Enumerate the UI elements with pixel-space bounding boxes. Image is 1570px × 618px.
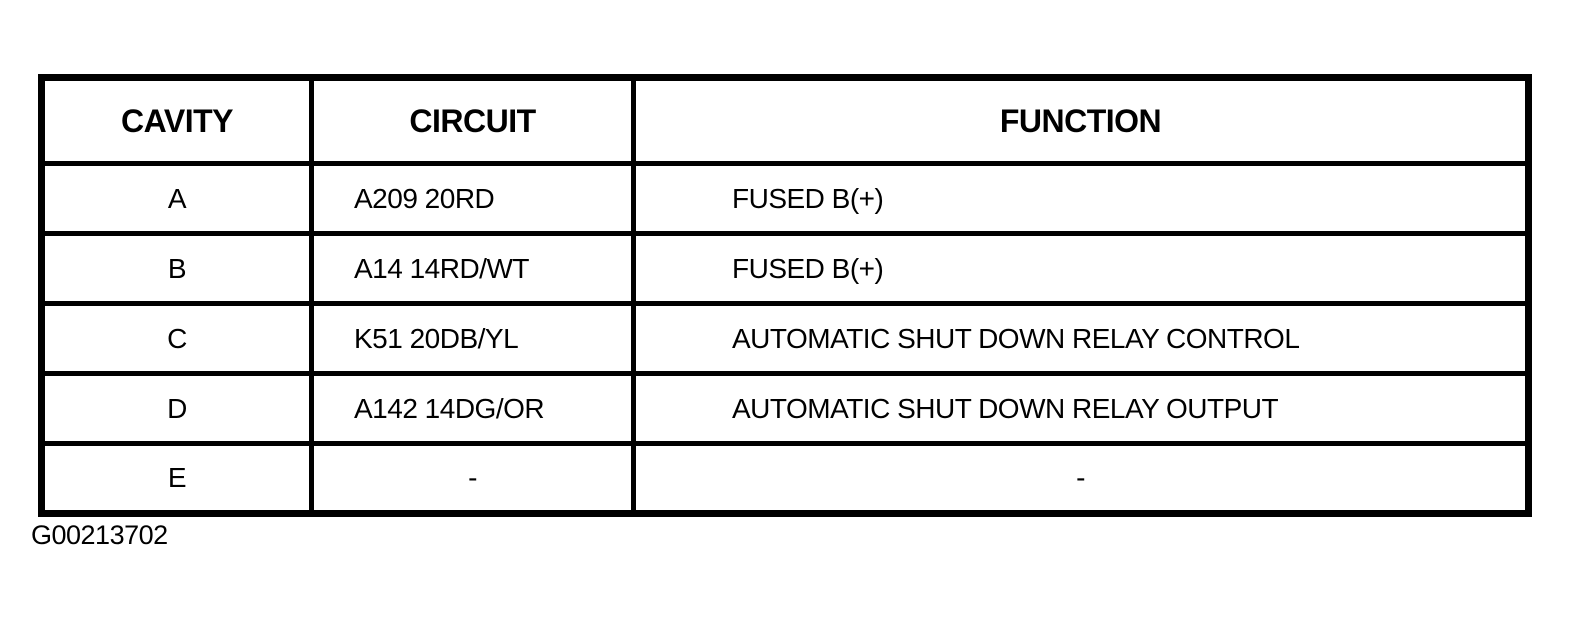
function-cell: FUSED B(+): [631, 161, 1531, 236]
function-column-header: FUNCTION: [631, 75, 1531, 166]
cavity-cell: E: [39, 441, 314, 516]
table-row-a: A A209 20RD FUSED B(+): [39, 161, 1531, 236]
circuit-cell: A209 20RD: [309, 161, 636, 236]
cavity-cell: B: [39, 231, 314, 306]
cavity-cell: C: [39, 301, 314, 376]
connector-pinout-table: CAVITY CIRCUIT FUNCTION A A209 20RD FUSE…: [38, 74, 1532, 517]
circuit-cell: A14 14RD/WT: [309, 231, 636, 306]
function-cell: AUTOMATIC SHUT DOWN RELAY CONTROL: [631, 301, 1531, 376]
function-cell: -: [631, 441, 1531, 516]
function-cell: AUTOMATIC SHUT DOWN RELAY OUTPUT: [631, 371, 1531, 446]
circuit-cell: K51 20DB/YL: [309, 301, 636, 376]
cavity-column-header: CAVITY: [39, 75, 314, 166]
circuit-cell: A142 14DG/OR: [309, 371, 636, 446]
figure-caption: G00213702: [31, 520, 168, 550]
table-header-row: CAVITY CIRCUIT FUNCTION: [39, 75, 1531, 166]
table-row-c: C K51 20DB/YL AUTOMATIC SHUT DOWN RELAY …: [39, 301, 1531, 376]
circuit-column-header: CIRCUIT: [309, 75, 636, 166]
cavity-cell: A: [39, 161, 314, 236]
table-row-b: B A14 14RD/WT FUSED B(+): [39, 231, 1531, 306]
table-row-d: D A142 14DG/OR AUTOMATIC SHUT DOWN RELAY…: [39, 371, 1531, 446]
table-row-e: E - -: [39, 441, 1531, 516]
cavity-cell: D: [39, 371, 314, 446]
function-cell: FUSED B(+): [631, 231, 1531, 306]
circuit-cell: -: [309, 441, 636, 516]
